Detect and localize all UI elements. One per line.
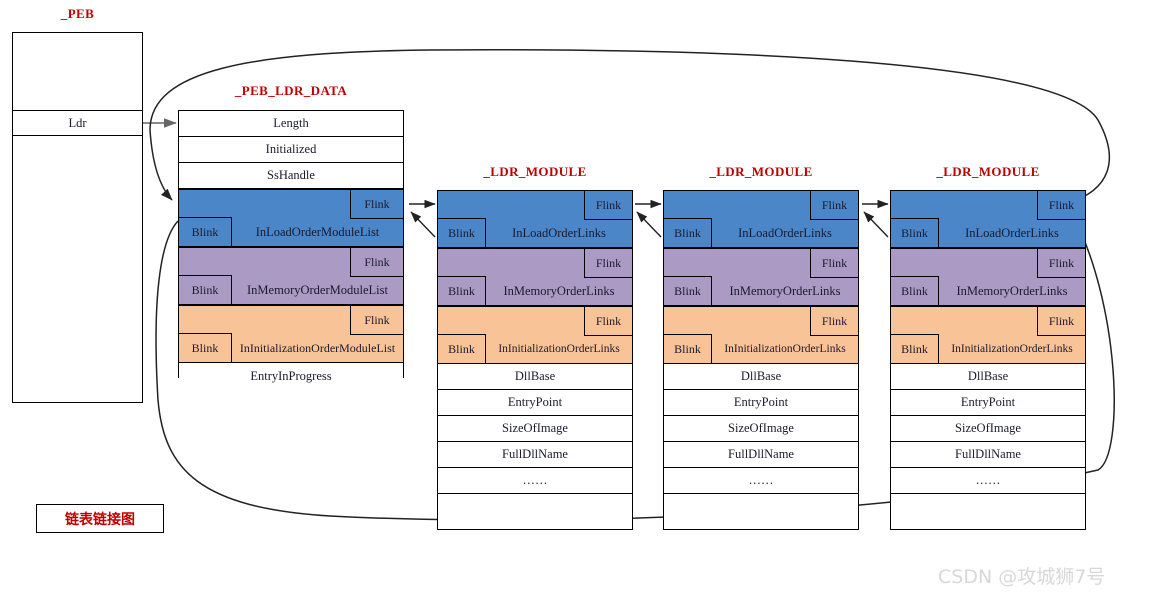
- module-field-sizeofimage: SizeOfImage: [891, 416, 1085, 442]
- ldrdata-entry-inmemoryordermodulelist: Flink Blink InMemoryOrderModuleList: [178, 247, 404, 305]
- flink-cell[interactable]: Flink: [584, 307, 632, 336]
- peb-row-ldr[interactable]: Ldr: [13, 111, 142, 136]
- ldrdata-entry-ininitializationordermodulelist: Flink Blink InInitializationOrderModuleL…: [178, 305, 404, 363]
- blink-cell[interactable]: Blink: [664, 276, 712, 305]
- ldr-module-3-box: Flink Blink InLoadOrderLinks Flink Blink…: [890, 190, 1086, 530]
- module-field-ellipsis: ……: [891, 468, 1085, 494]
- blink-cell[interactable]: Blink: [438, 218, 486, 247]
- legend-box: 链表链接图: [36, 504, 164, 533]
- flink-cell[interactable]: Flink: [810, 249, 858, 278]
- entry-label: InMemoryOrderLinks: [503, 283, 615, 298]
- curve-top-into-ldrdata-blue: [149, 129, 173, 201]
- ldrdata-field-initialized: Initialized: [179, 137, 403, 163]
- entry-label: InInitializationOrderLinks: [724, 343, 846, 355]
- ldr-module-2-title: _LDR_MODULE: [709, 164, 813, 179]
- module-entry-inmemoryorderlinks: Flink Blink InMemoryOrderLinks: [663, 248, 859, 306]
- watermark: CSDN @攻城狮7号: [938, 566, 1106, 588]
- entry-label: InLoadOrderLinks: [965, 225, 1059, 240]
- entry-label: InMemoryOrderLinks: [956, 283, 1068, 298]
- peb-title: _PEB: [60, 6, 95, 21]
- module-entry-inloadorderlinks: Flink Blink InLoadOrderLinks: [663, 190, 859, 248]
- module-field-dllbase: DllBase: [438, 364, 632, 390]
- entry-label: InMemoryOrderModuleList: [247, 282, 388, 297]
- module-field-dllbase: DllBase: [664, 364, 858, 390]
- ldr-module-1-box: Flink Blink InLoadOrderLinks Flink Blink…: [437, 190, 633, 530]
- module-entry-inloadorderlinks: Flink Blink InLoadOrderLinks: [890, 190, 1086, 248]
- entry-label: InLoadOrderLinks: [512, 225, 606, 240]
- module-field-sizeofimage: SizeOfImage: [438, 416, 632, 442]
- module-field-entrypoint: EntryPoint: [891, 390, 1085, 416]
- peb-box: Ldr: [12, 32, 143, 403]
- module-field-fulldllname: FullDllName: [664, 442, 858, 468]
- module-field-empty: [438, 494, 632, 529]
- flink-cell[interactable]: Flink: [810, 191, 858, 220]
- flink-cell[interactable]: Flink: [350, 190, 403, 219]
- peb-ldr-data-title: _PEB_LDR_DATA: [234, 83, 348, 98]
- blink-cell[interactable]: Blink: [664, 218, 712, 247]
- module-field-sizeofimage: SizeOfImage: [664, 416, 858, 442]
- module-field-entrypoint: EntryPoint: [664, 390, 858, 416]
- entry-label: InInitializationOrderLinks: [951, 343, 1073, 355]
- flink-cell[interactable]: Flink: [584, 249, 632, 278]
- module-field-entrypoint: EntryPoint: [438, 390, 632, 416]
- blink-cell[interactable]: Blink: [438, 334, 486, 363]
- arrow-blink-m1-ldrdata: [410, 211, 436, 238]
- entry-label: InLoadOrderLinks: [738, 225, 832, 240]
- arrow-blink-m2-m1: [636, 211, 662, 238]
- module-field-fulldllname: FullDllName: [891, 442, 1085, 468]
- blink-cell[interactable]: Blink: [891, 334, 939, 363]
- ldrdata-field-sshandle: SsHandle: [179, 163, 403, 189]
- module-entry-inloadorderlinks: Flink Blink InLoadOrderLinks: [437, 190, 633, 248]
- module-entry-ininitializationorderlinks: Flink Blink InInitializationOrderLinks: [663, 306, 859, 364]
- module-field-empty: [891, 494, 1085, 529]
- module-entry-inmemoryorderlinks: Flink Blink InMemoryOrderLinks: [890, 248, 1086, 306]
- peb-ldr-data-box: Length Initialized SsHandle Flink Blink …: [178, 110, 404, 389]
- module-field-ellipsis: ……: [664, 468, 858, 494]
- ldr-module-2-box: Flink Blink InLoadOrderLinks Flink Blink…: [663, 190, 859, 530]
- arrow-blink-m3-m2: [863, 211, 889, 238]
- module-field-ellipsis: ……: [438, 468, 632, 494]
- peb-row-top: [13, 33, 142, 111]
- blink-cell[interactable]: Blink: [179, 333, 232, 362]
- ldrdata-field-length: Length: [179, 111, 403, 137]
- module-field-empty: [664, 494, 858, 529]
- entry-label: InInitializationOrderModuleList: [239, 340, 396, 355]
- blink-cell[interactable]: Blink: [664, 334, 712, 363]
- flink-cell[interactable]: Flink: [584, 191, 632, 220]
- module-entry-inmemoryorderlinks: Flink Blink InMemoryOrderLinks: [437, 248, 633, 306]
- module-entry-ininitializationorderlinks: Flink Blink InInitializationOrderLinks: [890, 306, 1086, 364]
- flink-cell[interactable]: Flink: [1037, 307, 1085, 336]
- blink-cell[interactable]: Blink: [438, 276, 486, 305]
- module-field-dllbase: DllBase: [891, 364, 1085, 390]
- ldr-module-3-title: _LDR_MODULE: [936, 164, 1040, 179]
- flink-cell[interactable]: Flink: [350, 306, 403, 335]
- flink-cell[interactable]: Flink: [1037, 191, 1085, 220]
- blink-cell[interactable]: Blink: [891, 218, 939, 247]
- flink-cell[interactable]: Flink: [1037, 249, 1085, 278]
- entry-label: InLoadOrderModuleList: [255, 224, 380, 239]
- ldrdata-entry-inloadordermodulelist: Flink Blink InLoadOrderModuleList: [178, 189, 404, 247]
- module-entry-ininitializationorderlinks: Flink Blink InInitializationOrderLinks: [437, 306, 633, 364]
- blink-cell[interactable]: Blink: [891, 276, 939, 305]
- entry-label: InMemoryOrderLinks: [729, 283, 841, 298]
- ldr-module-1-title: _LDR_MODULE: [483, 164, 587, 179]
- peb-row-bottom: [13, 136, 142, 402]
- blink-cell[interactable]: Blink: [179, 217, 232, 246]
- flink-cell[interactable]: Flink: [350, 248, 403, 277]
- ldrdata-field-entryinprogress: EntryInProgress: [179, 363, 403, 389]
- flink-cell[interactable]: Flink: [810, 307, 858, 336]
- blink-cell[interactable]: Blink: [179, 275, 232, 304]
- entry-label: InInitializationOrderLinks: [498, 343, 620, 355]
- module-field-fulldllname: FullDllName: [438, 442, 632, 468]
